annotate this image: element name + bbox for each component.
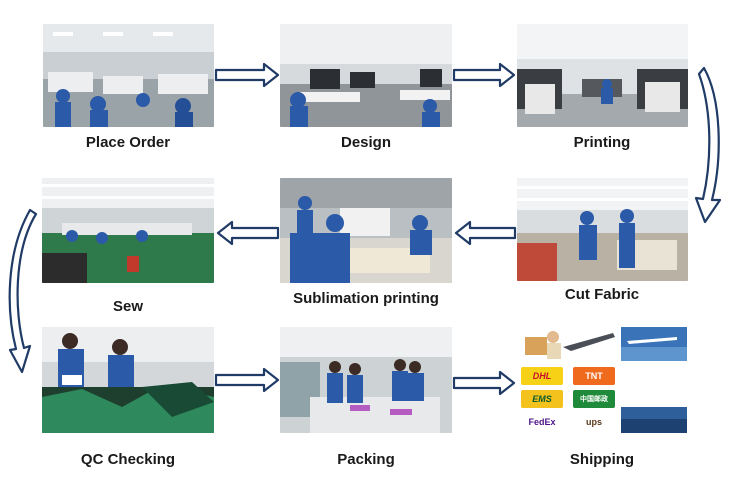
sew-photo: [42, 178, 214, 283]
shipping-panel: DHL TNT EMS 中国邮政 FedEx ups: [517, 327, 687, 433]
tnt-logo: TNT: [573, 367, 615, 385]
design-label: Design: [340, 134, 391, 151]
packing-photo: [280, 327, 452, 433]
arrow-packing-to-shipping: [452, 370, 516, 396]
arrow-sew-to-qc: [8, 208, 38, 374]
shipping-label: Shipping: [569, 451, 635, 468]
dhl-logo: DHL: [521, 367, 563, 385]
fedex-logo: FedEx: [521, 413, 563, 431]
sublimation-label: Sublimation printing: [293, 290, 439, 307]
arrow-printing-to-cut: [694, 66, 722, 224]
arrow-design-to-printing: [452, 62, 516, 88]
sew-label: Sew: [112, 298, 143, 315]
arrow-place-order-to-design: [214, 62, 280, 88]
ems-logo: EMS: [521, 390, 563, 408]
sublimation-photo: [280, 178, 452, 283]
printing-label: Printing: [573, 134, 631, 151]
qc-label: QC Checking: [80, 451, 176, 468]
printing-photo: [517, 24, 688, 127]
ups-logo: ups: [573, 413, 615, 431]
cut-fabric-label: Cut Fabric: [564, 286, 640, 303]
qc-photo: [42, 327, 214, 433]
china-post-logo: 中国邮政: [573, 390, 615, 408]
arrow-qc-to-packing: [214, 367, 280, 393]
packing-label: Packing: [337, 451, 395, 468]
arrow-cut-to-sublimation: [454, 220, 517, 246]
place-order-photo: [43, 24, 214, 127]
arrow-sublimation-to-sew: [216, 220, 280, 246]
design-photo: [280, 24, 452, 127]
place-order-label: Place Order: [85, 134, 171, 151]
cut-fabric-photo: [517, 178, 688, 281]
